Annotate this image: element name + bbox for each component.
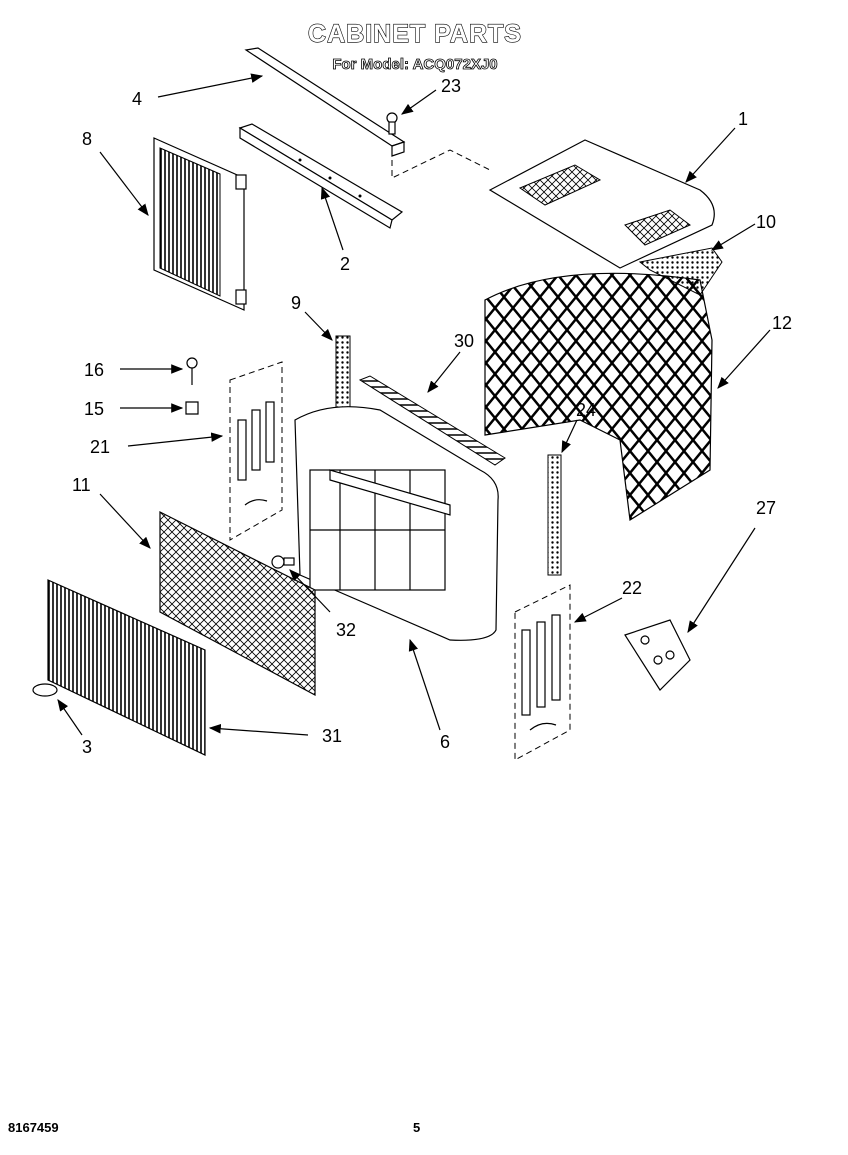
part-21-bracket-kit — [229, 361, 283, 541]
callout-8: 8 — [82, 129, 92, 149]
part-3-badge — [32, 683, 58, 697]
callout-6: 6 — [440, 732, 450, 752]
part-4-top-rail — [244, 47, 406, 157]
callout-9: 9 — [291, 293, 301, 313]
part-11-filter-grille — [159, 511, 316, 697]
part-12-wrap-cabinet — [484, 272, 713, 522]
part-2-channel-bracket — [238, 123, 404, 229]
callout-1: 1 — [738, 109, 748, 129]
callout-12: 12 — [772, 313, 792, 333]
part-22-bracket-kit — [514, 584, 571, 761]
part-24-right-strip — [547, 454, 562, 576]
callout-27: 27 — [756, 498, 776, 518]
callout-32: 32 — [336, 620, 356, 640]
document-number: 8167459 — [8, 1120, 59, 1135]
part-1-top-cover — [488, 139, 715, 269]
part-15-clip — [185, 401, 199, 415]
part-30-top-vent — [358, 375, 506, 466]
model-line: For Model: ACQ072XJ0 — [332, 56, 498, 74]
page-number: 5 — [413, 1120, 421, 1135]
part-23-screw — [386, 112, 398, 135]
part-16-screw — [186, 357, 198, 385]
page-title: CABINET PARTS — [307, 19, 522, 48]
leader-lines — [57, 73, 771, 736]
callout-30: 30 — [454, 331, 474, 351]
callout-23: 23 — [441, 76, 461, 96]
part-32-screw — [271, 555, 295, 569]
callout-11: 11 — [72, 475, 91, 495]
callout-4: 4 — [132, 89, 142, 109]
part-31-front-panel — [47, 579, 206, 756]
callout-24: 24 — [576, 400, 596, 420]
callout-2: 2 — [340, 254, 350, 274]
callout-15: 15 — [84, 399, 104, 419]
callout-16: 16 — [84, 360, 104, 380]
callout-31: 31 — [322, 726, 342, 746]
part-8-side-grille — [153, 137, 247, 311]
callout-labels: 4 23 1 8 2 10 12 9 30 16 15 21 24 11 27 … — [72, 76, 792, 757]
callout-21: 21 — [90, 437, 110, 457]
part-6-front-frame — [294, 406, 499, 641]
part-27-mounting-bracket — [624, 619, 691, 691]
part-10-gasket — [638, 247, 723, 296]
callout-10: 10 — [756, 212, 776, 232]
callout-22: 22 — [622, 578, 642, 598]
callout-3: 3 — [82, 737, 92, 757]
